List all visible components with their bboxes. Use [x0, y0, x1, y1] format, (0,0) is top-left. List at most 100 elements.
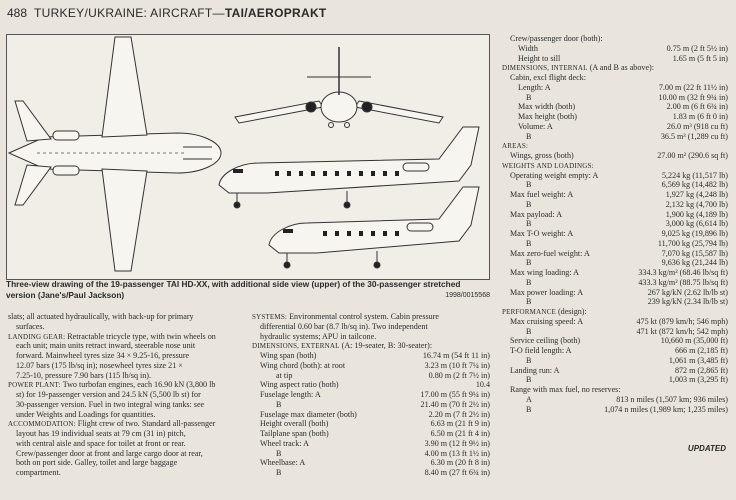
spec-label: layout has 19 individual seats at 79 cm … — [16, 429, 186, 438]
spec-label: B — [526, 277, 532, 287]
spec-label: Wing aspect ratio (both) — [260, 380, 339, 390]
spec-value: 6.50 m (21 ft 4 in) — [430, 429, 490, 438]
spec-value: 7.00 m (22 ft 11½ in) — [658, 82, 728, 92]
spec-label: Wings, gross (both) — [510, 151, 574, 160]
spec-row: T-O field length: A 666 m (2,185 ft) — [502, 346, 728, 356]
section-heading: ACCOMMODATION: — [8, 420, 76, 429]
spec-label: Max cruising speed: A — [510, 316, 584, 326]
spec-value: 11,700 kg (25,794 lb) — [657, 238, 728, 248]
spec-label: Max wing loading: A — [510, 268, 580, 277]
spec-label: B — [526, 404, 532, 414]
spec-label: 30-passenger version. Fuel in two integr… — [16, 399, 205, 409]
spec-row: LANDING GEAR: Retractable tricycle type,… — [8, 332, 234, 342]
section-heading: LANDING GEAR: — [8, 332, 66, 341]
section-heading: SYSTEMS: — [252, 313, 288, 321]
spec-label: T-O field length: A — [510, 346, 572, 355]
left-column: slats; all actuated hydraulically, with … — [8, 312, 234, 478]
spec-label: st) for 19-passenger version and 24.5 kN… — [16, 390, 201, 399]
spec-value: 267 kg/kN (2.62 lb/lb st) — [647, 287, 728, 297]
spec-value: 1,061 m (3,485 ft) — [668, 355, 728, 365]
spec-label: Service ceiling (both) — [510, 336, 581, 346]
spec-value: 1.83 m (6 ft 0 in) — [672, 112, 728, 121]
spec-value: 4.00 m (13 ft 1½ in) — [424, 448, 490, 458]
figure-caption: Three-view drawing of the 19-passenger T… — [6, 279, 490, 301]
spec-row: both on port side. Galley, toilet and la… — [8, 458, 234, 468]
spec-row: POWER PLANT: Two turbofan engines, each … — [8, 380, 234, 390]
side-view-19-seat — [268, 186, 480, 269]
spec-label: B — [526, 297, 532, 307]
spec-label: Fuselage length: A — [260, 390, 321, 399]
spec-value: 475 kt (879 km/h; 546 mph) — [636, 316, 728, 326]
spec-value: 471 kt (872 km/h; 542 mph) — [636, 326, 728, 336]
section-heading: POWER PLANT: — [8, 381, 61, 390]
running-header: 488 TURKEY/UKRAINE: AIRCRAFT—TAI/AEROPRA… — [0, 6, 736, 22]
spec-label: hydraulic systems; APU in tailcone. — [260, 331, 377, 341]
spec-label: Max width (both) — [518, 102, 576, 112]
spec-row: Service ceiling (both)10,660 m (35,000 f… — [502, 336, 728, 346]
spec-value: 21.40 m (70 ft 2½ in) — [420, 399, 490, 409]
spec-label: B — [526, 199, 532, 209]
spec-row: under Weights and Loadings for quantitie… — [8, 410, 234, 420]
spec-label: (A: 19-seater, B: 30-seater): — [339, 341, 433, 351]
spec-label: B — [526, 219, 532, 229]
image-reference: 1998/0015568 — [445, 292, 490, 299]
spec-value: 10.4 — [475, 380, 490, 390]
spec-value: 1,900 kg (4,189 lb) — [665, 209, 728, 219]
caption-text: Three-view drawing of the 19-passenger T… — [6, 279, 461, 300]
spec-label: (A and B as above): — [587, 63, 654, 73]
spec-value: 17.00 m (55 ft 9¼ in) — [420, 390, 490, 399]
spec-value: 2,132 kg (4,700 lb) — [665, 199, 728, 209]
spec-label: with central aisle and space for toilet … — [16, 438, 186, 448]
spec-label: Two turbofan engines, each 16.90 kN (3,8… — [60, 380, 216, 390]
spec-row: layout has 19 individual seats at 79 cm … — [8, 429, 234, 439]
section-heading: PERFORMANCE — [502, 308, 556, 316]
spec-row: ACCOMMODATION: Flight crew of two. Stand… — [8, 419, 234, 429]
spec-value: 0.75 m (2 ft 5½ in) — [666, 43, 728, 53]
spec-row: B 4.00 m (13 ft 1½ in) — [252, 449, 490, 459]
spec-label: B — [276, 468, 282, 477]
spec-row: Crew/passenger door at front and large c… — [8, 449, 234, 459]
spec-value: 0.80 m (2 ft 7½ in) — [428, 370, 490, 380]
spec-row: hydraulic systems; APU in tailcone. — [252, 332, 490, 342]
spec-label: B — [526, 92, 532, 102]
spec-value: 1,003 m (3,295 ft) — [668, 375, 728, 385]
spec-row: st) for 19-passenger version and 24.5 kN… — [8, 390, 234, 400]
spec-row: Wing aspect ratio (both) 10.4 — [252, 380, 490, 390]
updated-label: UPDATED — [687, 444, 726, 453]
spec-label: Width — [518, 43, 538, 53]
spec-label: Max height (both) — [518, 112, 577, 121]
spec-label: Height overall (both) — [260, 419, 329, 429]
spec-label: both on port side. Galley, toilet and la… — [16, 458, 178, 468]
spec-label: under Weights and Loadings for quantitie… — [16, 409, 156, 419]
spec-label: B — [526, 238, 532, 248]
spec-row: Fuselage length: A 17.00 m (55 ft 9¼ in) — [252, 390, 490, 400]
section-heading: AREAS: — [502, 142, 529, 151]
spec-value: 9,636 kg (21,244 lb) — [661, 258, 728, 268]
spec-label: Max zero-fuel weight: A — [510, 248, 590, 258]
spec-row: PERFORMANCE (design): — [502, 307, 728, 317]
spec-value: 666 m (2,185 ft) — [674, 346, 728, 355]
spec-value: 1.65 m (5 ft 5 in) — [672, 53, 728, 63]
spec-row: B 2,132 kg (4,700 lb) — [502, 200, 728, 210]
front-view — [234, 47, 444, 128]
spec-row: each unit; main units retract inward, st… — [8, 341, 234, 351]
spec-label: forward. Mainwheel tyres size 34 × 9.25-… — [16, 351, 190, 360]
spec-value: 813 n miles (1,507 km; 936 miles) — [616, 394, 728, 404]
spec-value: 6.30 m (20 ft 8 in) — [430, 458, 490, 468]
spec-value: 5,224 kg (11,517 lb) — [661, 170, 728, 180]
spec-row: surfaces. — [8, 322, 234, 332]
spec-label: B — [276, 448, 282, 458]
spec-label: Max fuel weight: A — [510, 190, 574, 199]
